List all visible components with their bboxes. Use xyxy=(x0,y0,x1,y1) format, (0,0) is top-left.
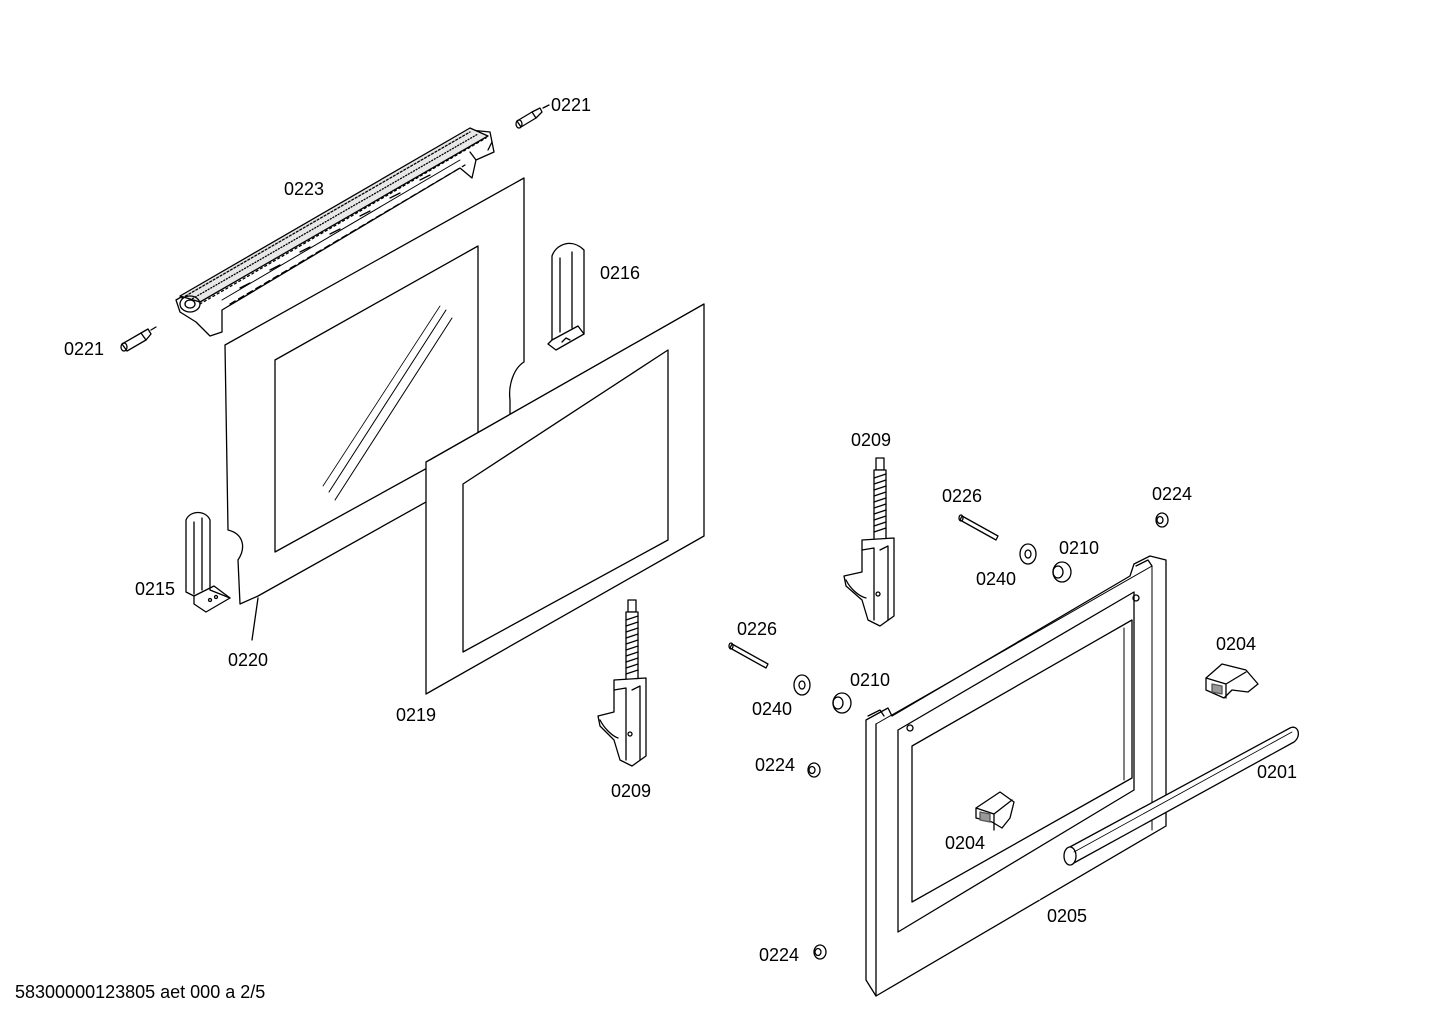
nut-0210-mid xyxy=(832,692,852,714)
block-0204-mid xyxy=(975,791,1015,831)
nut-0224-mid xyxy=(807,762,821,778)
label-0215: 0215 xyxy=(135,579,176,599)
label-0210-mid: 0210 xyxy=(850,670,891,690)
label-0221-left: 0221 xyxy=(64,339,105,359)
glass-panel-0220 xyxy=(224,177,525,641)
label-0204-right: 0204 xyxy=(1216,634,1257,654)
document-reference: 58300000123805 aet 000 a 2/5 xyxy=(15,982,266,1002)
washer-0240-mid xyxy=(793,674,811,696)
label-0223: 0223 xyxy=(284,179,325,199)
label-0219: 0219 xyxy=(396,705,437,725)
nut-0210-right xyxy=(1052,561,1072,583)
pin-0221-top xyxy=(515,104,550,129)
label-0224-mid: 0224 xyxy=(755,755,796,775)
handle-bar-0201 xyxy=(1063,726,1300,866)
bracket-0216 xyxy=(547,242,585,351)
washer-0240-right xyxy=(1019,543,1037,565)
label-0209-right: 0209 xyxy=(851,430,892,450)
label-0216: 0216 xyxy=(600,263,641,283)
label-0224-topright: 0224 xyxy=(1152,484,1193,504)
label-0209-mid: 0209 xyxy=(611,781,652,801)
rod-0226-mid xyxy=(728,642,769,669)
top-rail-0223 xyxy=(175,127,495,337)
pin-0221-left xyxy=(120,326,157,352)
label-0201: 0201 xyxy=(1257,762,1298,782)
label-0240-right: 0240 xyxy=(976,569,1017,589)
label-0224-bottom: 0224 xyxy=(759,945,800,965)
hinge-0209-mid xyxy=(597,599,647,767)
nut-0224-bottom xyxy=(813,944,827,960)
rod-0226-right xyxy=(958,514,999,541)
block-0204-right xyxy=(1205,663,1259,699)
hinge-0209-right xyxy=(843,457,895,627)
label-0226-right: 0226 xyxy=(942,486,983,506)
label-0210-right: 0210 xyxy=(1059,538,1100,558)
label-0205: 0205 xyxy=(1047,906,1088,926)
label-0226-mid: 0226 xyxy=(737,619,778,639)
bracket-0215 xyxy=(185,511,231,613)
door-panel-0205 xyxy=(865,555,1167,997)
glass-frame-0219 xyxy=(425,303,705,695)
nut-0224-topright xyxy=(1155,512,1169,528)
label-0220: 0220 xyxy=(228,650,269,670)
label-0240-mid: 0240 xyxy=(752,699,793,719)
label-0204-mid: 0204 xyxy=(945,833,986,853)
label-0221-top: 0221 xyxy=(551,95,592,115)
